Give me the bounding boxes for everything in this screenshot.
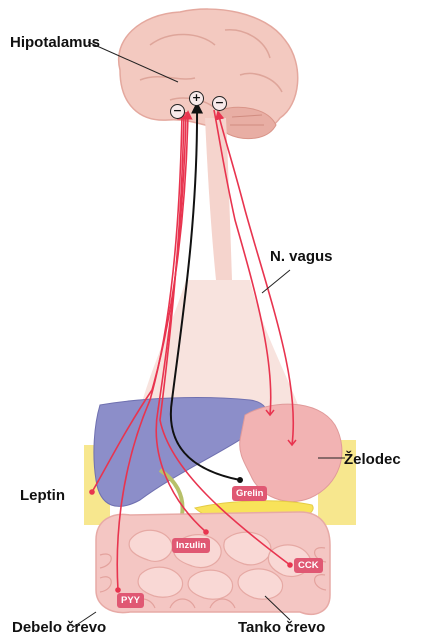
insulin-tag: Inzulin bbox=[172, 538, 210, 553]
ghrelin-tag: Grelin bbox=[232, 486, 267, 501]
stomach-label: Želodec bbox=[344, 451, 401, 468]
small-intestine-label: Tanko črevo bbox=[238, 619, 325, 636]
hypothalamus-label: Hipotalamus bbox=[10, 34, 100, 51]
large-intestine-label: Debelo črevo bbox=[12, 619, 106, 636]
vagus-label: N. vagus bbox=[270, 248, 333, 265]
stimulation-sign: + bbox=[189, 91, 204, 106]
ghrelin-origin-dot bbox=[237, 477, 243, 483]
spinal-cord bbox=[205, 118, 232, 280]
inhibition-sign-left: − bbox=[170, 104, 185, 119]
leptin-label: Leptin bbox=[20, 487, 65, 504]
pyy-tag: PYY bbox=[117, 593, 144, 608]
cck-tag: CCK bbox=[294, 558, 323, 573]
inhibition-sign-right: − bbox=[212, 96, 227, 111]
